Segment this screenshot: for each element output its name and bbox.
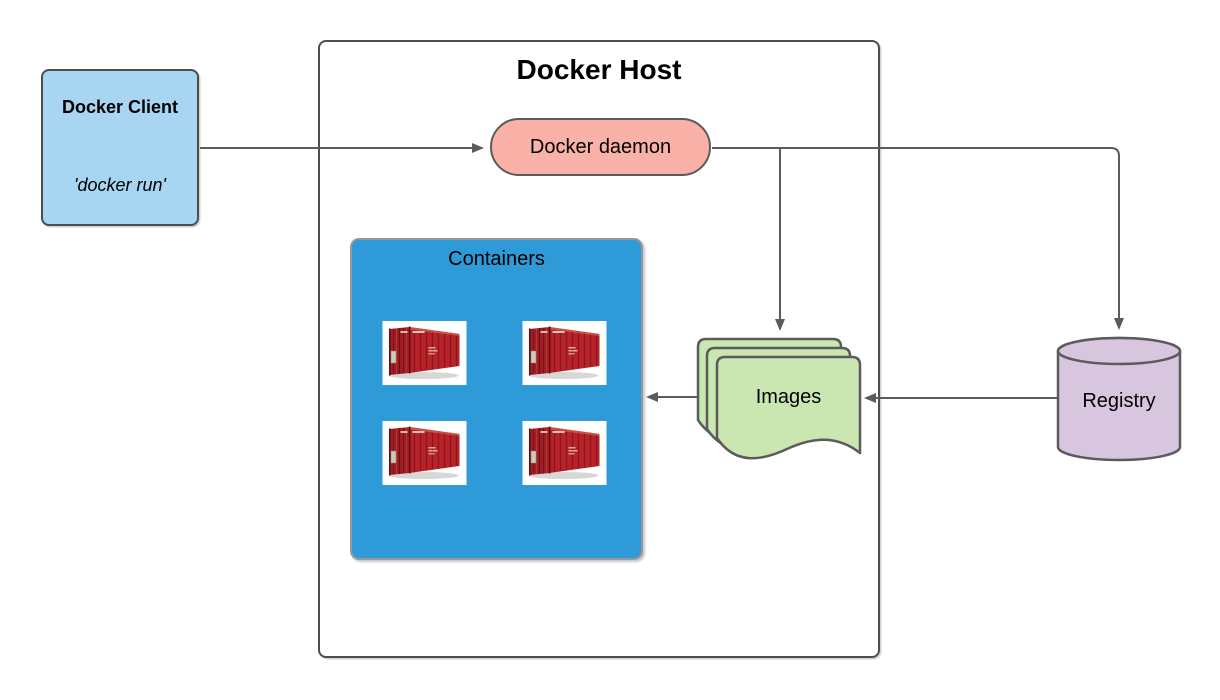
container-image [382,421,467,485]
container-image [522,321,607,385]
registry-label: Registry [1082,389,1156,412]
shipping-container-icon [382,421,467,485]
container-image [382,321,467,385]
docker-run-command: 'docker run' [74,175,166,195]
shipping-container-icon [382,321,467,385]
docker-host-title: Docker Host [516,54,682,85]
shipping-container-icon [522,321,607,385]
shipping-container-icon [522,421,607,485]
docker-daemon-label: Docker daemon [529,135,672,158]
docker-client-title: Docker Client [61,97,179,117]
docker-client-node: Docker Client 'docker run' [41,69,199,226]
docker-daemon-node: Docker daemon [490,118,711,176]
images-label: Images [755,385,822,408]
containers-label: Containers [448,248,545,270]
containers-group: Containers [350,238,643,560]
container-image [522,421,607,485]
